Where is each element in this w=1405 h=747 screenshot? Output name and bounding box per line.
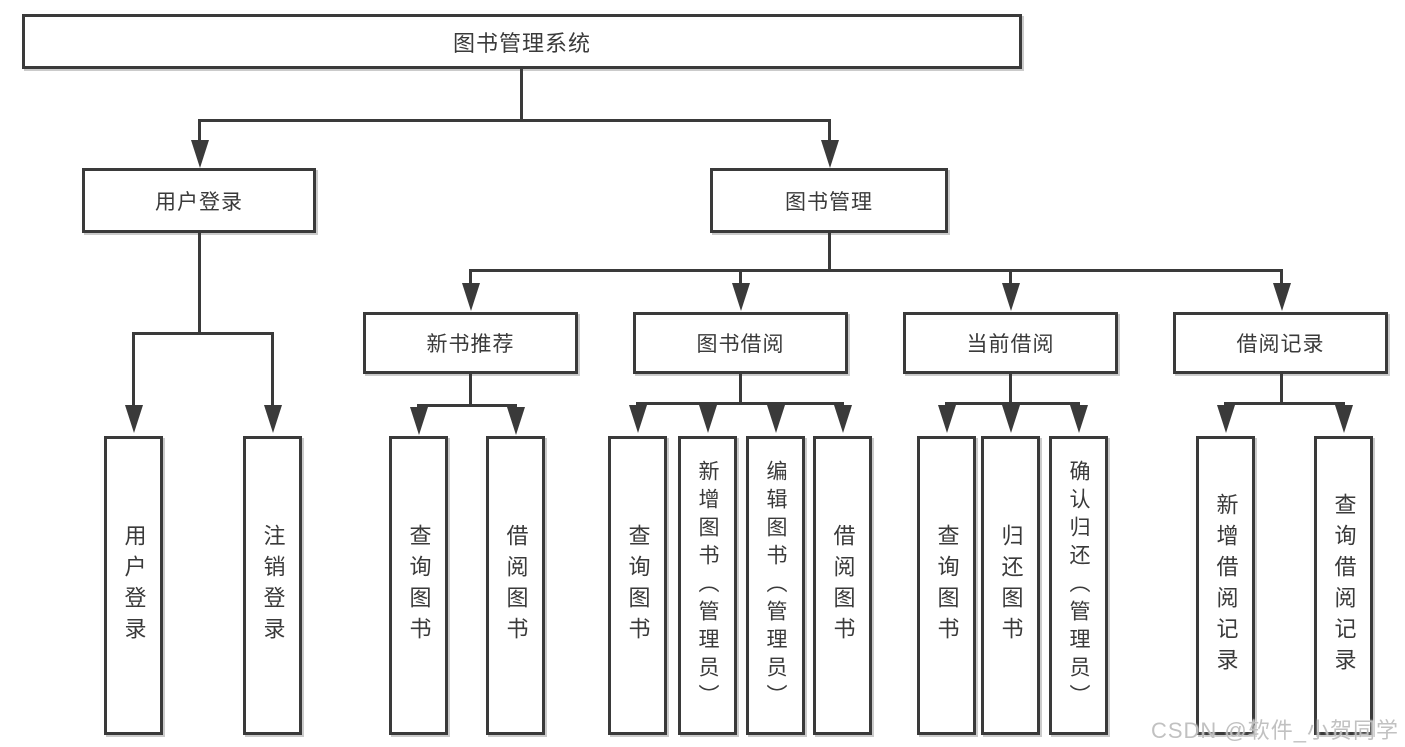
leaf-add-borrow-record: 新增借阅记录 [1196,436,1255,735]
connector-line [828,119,831,142]
node-label: 图书借阅 [696,333,785,356]
connector-line [1224,402,1345,405]
connector-line [271,332,274,407]
node-label: 借阅记录 [1236,333,1325,356]
leaf-query-borrow-record: 查询借阅记录 [1314,436,1373,735]
leaf-label: 编辑图书（管理员） [764,459,787,712]
arrowhead-down-icon [1334,405,1353,433]
connector-line [132,332,135,407]
arrowhead-down-icon [628,405,647,433]
connector-line [469,269,1283,272]
connector-line [198,119,831,122]
connector-line [520,69,523,121]
arrowhead-down-icon [1272,283,1291,311]
connector-line [1009,374,1012,405]
leaf-return-books: 归还图书 [981,436,1040,735]
node-book-borrowing: 图书借阅 [633,312,848,374]
connector-line [739,374,742,405]
node-current-borrowing: 当前借阅 [903,312,1118,374]
leaf-label: 查询图书 [934,523,960,648]
leaf-logout: 注销登录 [243,436,302,735]
leaf-borrow-books: 借阅图书 [486,436,545,735]
connector-line [739,269,742,285]
leaf-label: 确认归还（管理员） [1067,459,1090,712]
arrowhead-down-icon [190,140,209,168]
arrowhead-down-icon [409,407,428,435]
node-label: 新书推荐 [426,333,515,356]
arrowhead-down-icon [124,405,143,433]
node-label: 用户登录 [155,190,243,214]
arrowhead-down-icon [937,405,956,433]
connector-line [197,233,201,335]
leaf-edit-book-admin: 编辑图书（管理员） [746,436,805,735]
leaf-label: 查询借阅记录 [1331,492,1357,679]
node-borrowing-records: 借阅记录 [1173,312,1388,374]
connector-line [132,332,274,335]
arrowhead-down-icon [1069,405,1088,433]
leaf-confirm-return-admin: 确认归还（管理员） [1049,436,1108,735]
arrowhead-down-icon [820,140,839,168]
arrowhead-down-icon [263,405,282,433]
leaf-label: 归还图书 [998,523,1024,648]
node-book-management: 图书管理 [710,168,948,233]
connector-line [417,404,517,407]
leaf-label: 借阅图书 [503,523,529,648]
connector-line [469,269,472,285]
arrowhead-down-icon [1001,405,1020,433]
leaf-borrow-books: 借阅图书 [813,436,872,735]
connector-line [945,402,1080,405]
leaf-query-books: 查询图书 [389,436,448,735]
connector-line [469,374,472,407]
connector-line [1280,374,1283,405]
leaf-query-books: 查询图书 [608,436,667,735]
node-new-book-recommend: 新书推荐 [363,312,578,374]
leaf-label: 新增借阅记录 [1213,492,1239,679]
node-user-login: 用户登录 [82,168,316,233]
leaf-user-login: 用户登录 [104,436,163,735]
arrowhead-down-icon [1001,283,1020,311]
arrowhead-down-icon [766,405,785,433]
leaf-label: 查询图书 [625,523,651,648]
connector-line [827,233,831,272]
arrowhead-down-icon [506,407,525,435]
leaf-label: 用户登录 [121,523,147,648]
connector-line [1009,269,1012,285]
leaf-label: 新增图书（管理员） [696,459,719,712]
node-label: 图书管理系统 [452,30,591,56]
arrowhead-down-icon [1216,405,1235,433]
connector-line [636,402,844,405]
node-label: 当前借阅 [966,333,1055,356]
leaf-label: 查询图书 [406,523,432,648]
arrowhead-down-icon [731,283,750,311]
arrowhead-down-icon [833,405,852,433]
arrowhead-down-icon [461,283,480,311]
leaf-query-books: 查询图书 [917,436,976,735]
connector-line [1280,269,1283,285]
leaf-add-book-admin: 新增图书（管理员） [678,436,737,735]
node-label: 图书管理 [785,190,873,214]
arrowhead-down-icon [698,405,717,433]
node-library-management-system: 图书管理系统 [22,14,1022,69]
leaf-label: 借阅图书 [830,523,856,648]
leaf-label: 注销登录 [260,523,286,648]
connector-line [198,119,201,142]
